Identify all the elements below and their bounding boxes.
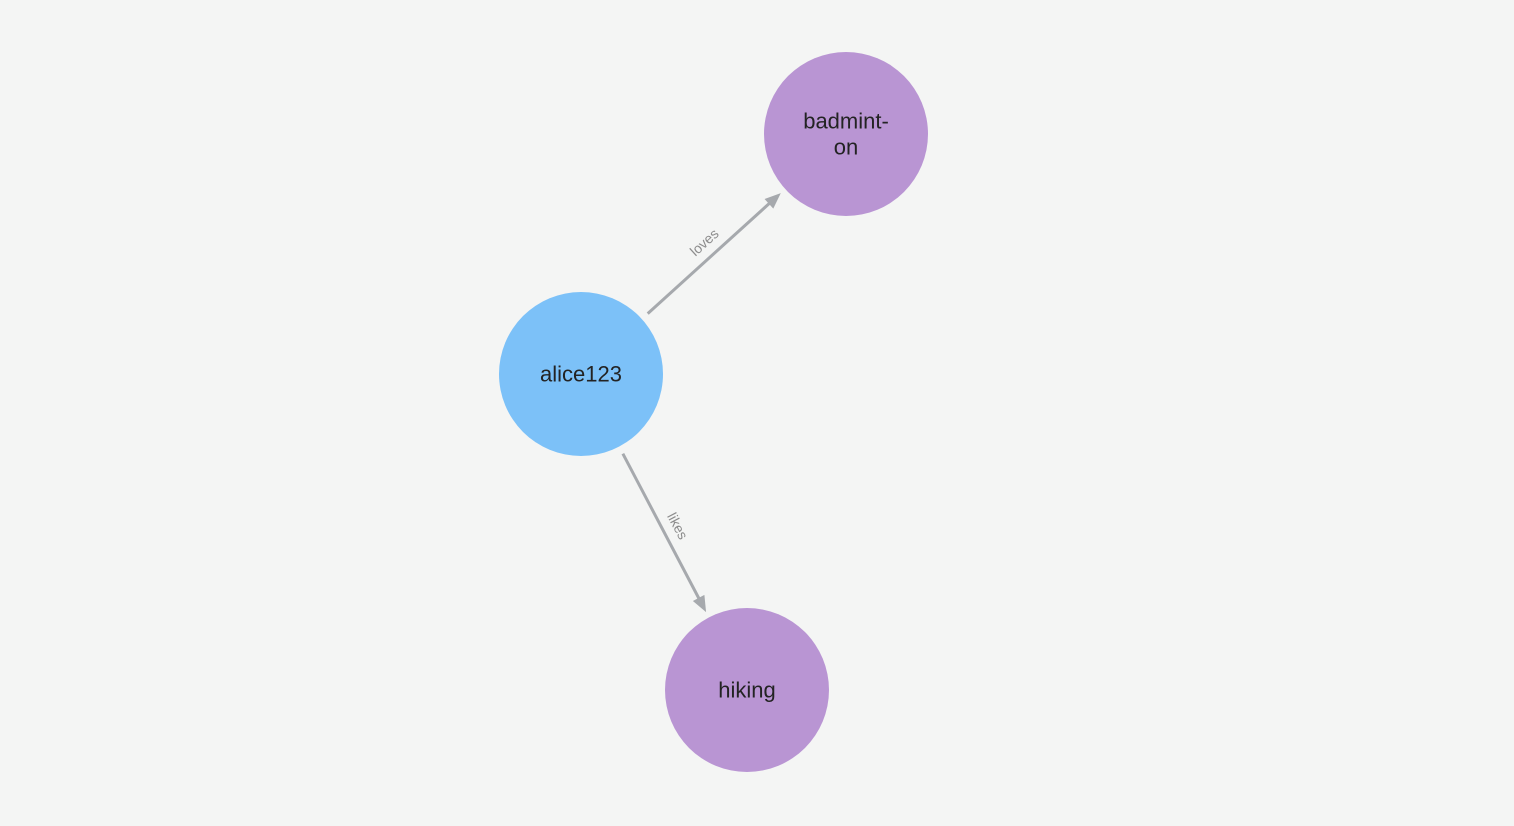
graph-node-badminton[interactable]: badmint-on (764, 52, 928, 216)
graph-edge-loves[interactable]: loves (646, 193, 781, 315)
edge-arrowhead-icon (764, 193, 781, 209)
node-circle[interactable] (764, 52, 928, 216)
node-circle[interactable] (499, 292, 663, 456)
edge-line[interactable] (646, 198, 775, 315)
graph-edge-likes[interactable]: likes (621, 452, 707, 613)
edge-arrowhead-icon (692, 594, 707, 613)
edge-line[interactable] (621, 452, 703, 604)
edge-label: loves (687, 225, 722, 259)
graph-node-alice123[interactable]: alice123 (499, 292, 663, 456)
node-circle[interactable] (665, 608, 829, 772)
graph-node-hiking[interactable]: hiking (665, 608, 829, 772)
